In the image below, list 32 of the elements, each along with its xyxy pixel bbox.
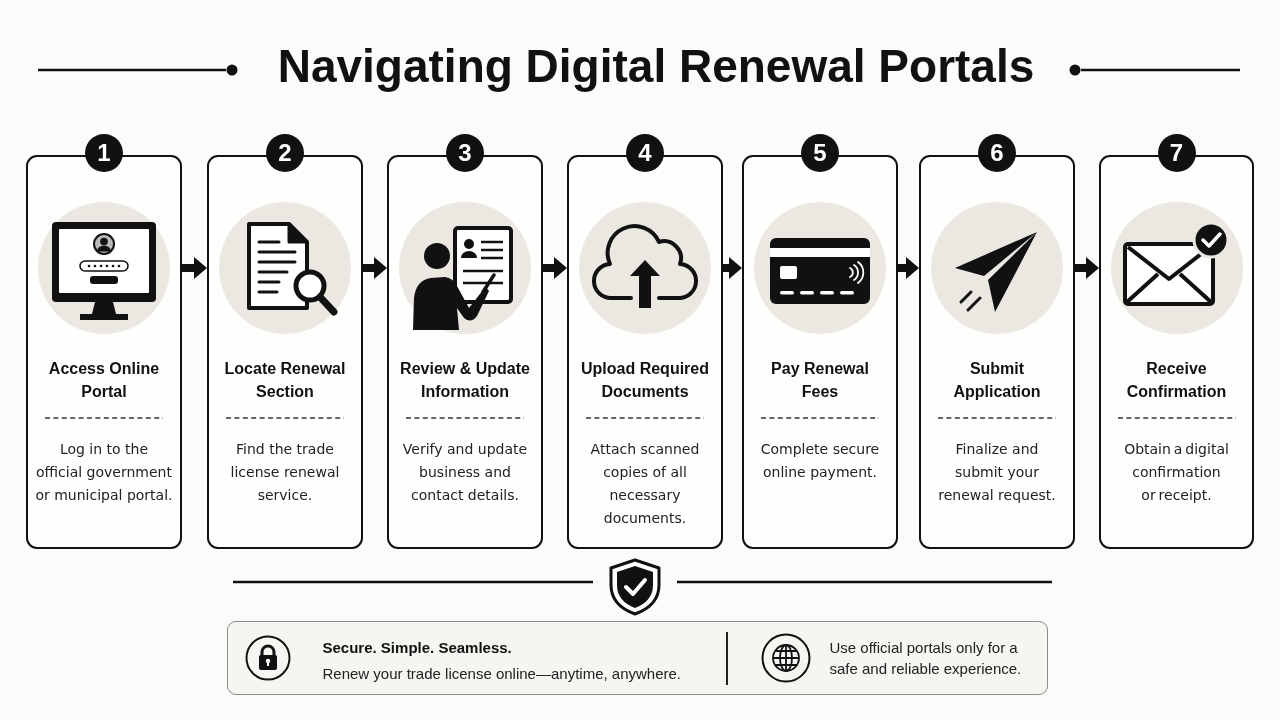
step-title: Receive Confirmation <box>1125 359 1228 402</box>
step-title: Review & Update Information <box>399 359 531 402</box>
step-number: 6 <box>978 134 1016 172</box>
info-banner <box>227 621 1048 695</box>
step-description: Complete secure online payment. <box>759 440 881 482</box>
step-title: Pay Renewal Fees <box>770 359 870 402</box>
arrow <box>1075 257 1099 279</box>
title: Navigating Digital Renewal Portals <box>277 39 1035 94</box>
step-title: Locate Renewal Section <box>223 359 347 402</box>
step-description: Attach scanned copies of all necessary documents. <box>589 440 701 528</box>
step-description: Finalize and submit your renewal request. <box>937 440 1057 505</box>
note-text: Use official portals only for a safe and reliable experience. <box>829 637 1023 679</box>
arrow <box>182 257 207 279</box>
step-title: Upload Required Documents <box>580 359 710 402</box>
step-number: 5 <box>801 134 839 172</box>
tagline: Secure. Simple. Seamless. <box>322 637 512 658</box>
tagline-subtext: Renew your trade license online—anytime, anywhere. <box>322 663 682 684</box>
step-description: Obtain a digital confirmation or receipt. <box>1123 440 1230 505</box>
arrow <box>543 257 567 279</box>
arrow <box>363 257 387 279</box>
step-number: 4 <box>626 134 664 172</box>
arrow <box>898 257 919 279</box>
step-title: Submit Application <box>952 359 1042 402</box>
step-description: Verify and update business and contact details. <box>401 440 529 505</box>
step-number: 3 <box>446 134 484 172</box>
step-title: Access Online Portal <box>47 359 161 402</box>
arrow <box>723 257 742 279</box>
step-description: Find the trade license renewal service. <box>229 440 341 505</box>
step-number: 7 <box>1157 134 1196 172</box>
step-number: 2 <box>266 134 304 172</box>
step-description: Log in to the official government or municipal portal. <box>34 440 174 505</box>
step-number: 1 <box>85 134 123 172</box>
